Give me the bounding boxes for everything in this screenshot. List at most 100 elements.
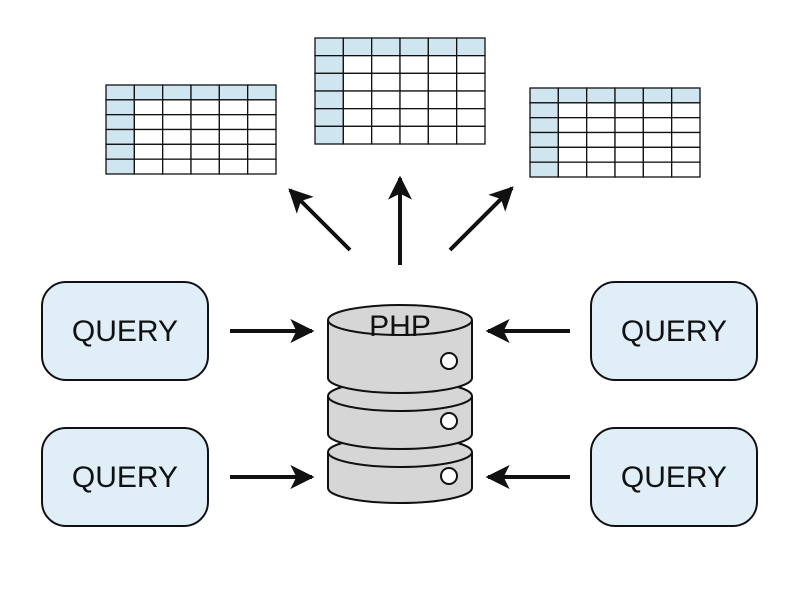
table-cell: [671, 146, 701, 163]
table-cell: [399, 108, 429, 127]
table-header-cell: [218, 84, 249, 101]
table-cell: [162, 128, 192, 145]
query-label: QUERY: [621, 461, 727, 494]
table-header-cell: [529, 117, 559, 134]
table-cell: [399, 125, 429, 145]
table-cell: [642, 102, 673, 119]
table-cell: [133, 143, 164, 160]
table-header-cell: [614, 87, 644, 104]
table-cell: [427, 55, 458, 74]
disk-indicator-light: [440, 352, 458, 370]
table-cell: [133, 128, 164, 145]
table-cell: [642, 117, 673, 134]
database-icon: PHP: [327, 304, 473, 504]
table-cell: [247, 158, 277, 175]
table-header-cell: [671, 87, 701, 104]
table-cell: [371, 125, 401, 145]
table-cell: [162, 158, 192, 175]
query-box-bottom-left: QUERY: [41, 427, 209, 527]
table-cell: [671, 102, 701, 119]
table-header-cell: [529, 87, 559, 104]
table-cell: [586, 102, 616, 119]
table-cell: [427, 90, 458, 110]
table-header-cell: [314, 55, 344, 74]
table-cell: [614, 161, 644, 178]
table-cell: [671, 131, 701, 148]
table-cell: [614, 131, 644, 148]
table-header-cell: [342, 37, 373, 57]
table-cell: [133, 158, 164, 175]
table-header-cell: [190, 84, 220, 101]
table-header-cell: [529, 102, 559, 119]
query-box-bottom-right: QUERY: [590, 427, 758, 527]
table-header-cell: [371, 37, 401, 57]
table-header-cell: [247, 84, 277, 101]
disk-indicator-light: [440, 412, 458, 430]
table-cell: [642, 146, 673, 163]
table-cell: [557, 102, 588, 119]
query-box-top-left: QUERY: [41, 281, 209, 381]
result-table-center: [314, 37, 486, 145]
table-header-cell: [314, 90, 344, 110]
table-cell: [586, 117, 616, 134]
table-cell: [162, 99, 192, 116]
table-cell: [371, 90, 401, 110]
table-cell: [247, 128, 277, 145]
table-cell: [342, 55, 373, 74]
table-cell: [456, 72, 486, 92]
arrow-to-table-left: [288, 188, 352, 252]
table-cell: [247, 114, 277, 131]
table-cell: [614, 146, 644, 163]
table-cell: [586, 146, 616, 163]
database-label: PHP: [369, 310, 431, 343]
table-cell: [642, 161, 673, 178]
table-cell: [218, 128, 249, 145]
result-table-right: [529, 87, 701, 178]
table-cell: [586, 161, 616, 178]
table-header-cell: [529, 161, 559, 178]
disk-indicator-light: [440, 467, 458, 485]
table-header-cell: [162, 84, 192, 101]
table-cell: [671, 117, 701, 134]
table-header-cell: [529, 146, 559, 163]
table-cell: [371, 55, 401, 74]
table-cell: [427, 108, 458, 127]
table-cell: [162, 143, 192, 160]
table-cell: [342, 72, 373, 92]
table-header-cell: [314, 72, 344, 92]
table-header-cell: [399, 37, 429, 57]
table-cell: [133, 114, 164, 131]
table-header-cell: [586, 87, 616, 104]
table-cell: [247, 99, 277, 116]
table-cell: [456, 55, 486, 74]
table-cell: [671, 161, 701, 178]
table-cell: [371, 72, 401, 92]
result-table-left: [105, 84, 277, 175]
table-cell: [218, 158, 249, 175]
table-header-cell: [314, 108, 344, 127]
table-header-cell: [105, 84, 135, 101]
table-cell: [190, 158, 220, 175]
table-header-cell: [529, 131, 559, 148]
table-cell: [456, 90, 486, 110]
table-cell: [586, 131, 616, 148]
table-header-cell: [105, 114, 135, 131]
table-header-cell: [105, 128, 135, 145]
table-cell: [614, 102, 644, 119]
table-cell: [218, 99, 249, 116]
table-header-cell: [105, 158, 135, 175]
table-cell: [427, 72, 458, 92]
table-cell: [557, 131, 588, 148]
table-header-cell: [427, 37, 458, 57]
query-label: QUERY: [72, 461, 178, 494]
table-cell: [342, 125, 373, 145]
table-cell: [642, 131, 673, 148]
table-header-cell: [314, 125, 344, 145]
query-label: QUERY: [621, 315, 727, 348]
table-cell: [371, 108, 401, 127]
arrow-to-table-right: [448, 186, 514, 252]
table-header-cell: [133, 84, 164, 101]
table-cell: [456, 108, 486, 127]
table-cell: [614, 117, 644, 134]
